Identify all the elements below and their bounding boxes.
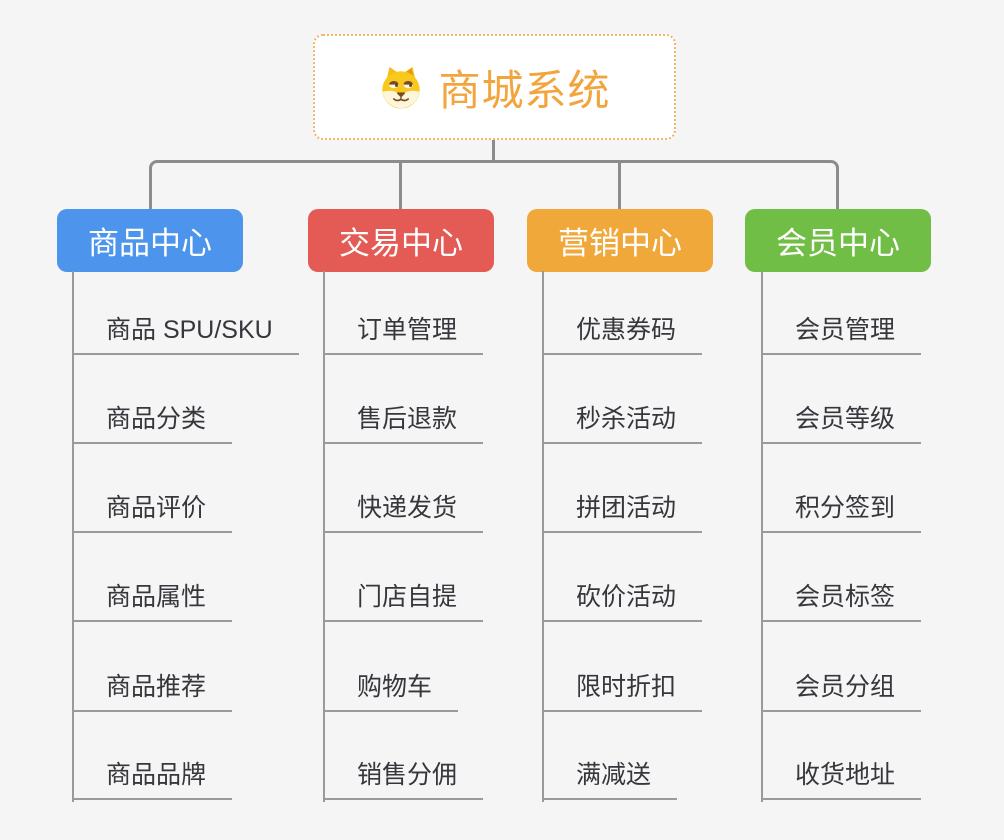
leaf-item[interactable]: 积分签到 — [761, 493, 922, 533]
branch-node-product-center[interactable]: 商品中心 — [57, 209, 243, 272]
trunk-line-trade — [323, 271, 325, 802]
leaf-item[interactable]: 砍价活动 — [542, 582, 703, 622]
leaf-item[interactable]: 商品推荐 — [72, 672, 233, 712]
root-title: 商城系统 — [438, 66, 611, 114]
leaf-item[interactable]: 商品 SPU/SKU — [72, 315, 299, 355]
leaf-item[interactable]: 门店自提 — [323, 582, 484, 622]
connector-drop-trade — [399, 162, 402, 210]
leaf-item[interactable]: 限时折扣 — [542, 672, 703, 712]
leaf-item[interactable]: 收货地址 — [761, 760, 922, 800]
leaf-item[interactable]: 拼团活动 — [542, 493, 703, 533]
leaf-item[interactable]: 商品属性 — [72, 582, 233, 622]
leaf-item[interactable]: 订单管理 — [323, 315, 484, 355]
leaf-item[interactable]: 会员管理 — [761, 315, 922, 355]
branch-node-member-center[interactable]: 会员中心 — [745, 209, 931, 272]
leaf-item[interactable]: 快递发货 — [323, 493, 484, 533]
leaf-item[interactable]: 商品评价 — [72, 493, 233, 533]
leaf-item[interactable]: 销售分佣 — [323, 760, 484, 800]
doge-icon — [378, 64, 424, 110]
connector-root-drop — [492, 138, 495, 162]
leaf-item[interactable]: 商品分类 — [72, 404, 233, 444]
leaf-item[interactable]: 会员标签 — [761, 582, 922, 622]
trunk-line-member — [761, 271, 763, 802]
branch-node-trade-center[interactable]: 交易中心 — [308, 209, 494, 272]
root-node-mall-system[interactable]: 商城系统 — [313, 34, 676, 140]
leaf-item[interactable]: 会员等级 — [761, 404, 922, 444]
leaf-item[interactable]: 售后退款 — [323, 404, 484, 444]
trunk-line-marketing — [542, 271, 544, 802]
connector-drop-marketing — [618, 162, 621, 210]
leaf-item[interactable]: 购物车 — [323, 672, 459, 712]
trunk-line-product — [72, 271, 74, 802]
leaf-item[interactable]: 秒杀活动 — [542, 404, 703, 444]
leaf-item[interactable]: 会员分组 — [761, 672, 922, 712]
connector-bus — [149, 160, 839, 213]
leaf-item[interactable]: 满减送 — [542, 760, 678, 800]
leaf-item[interactable]: 优惠券码 — [542, 315, 703, 355]
leaf-item[interactable]: 商品品牌 — [72, 760, 233, 800]
branch-node-marketing-center[interactable]: 营销中心 — [527, 209, 713, 272]
